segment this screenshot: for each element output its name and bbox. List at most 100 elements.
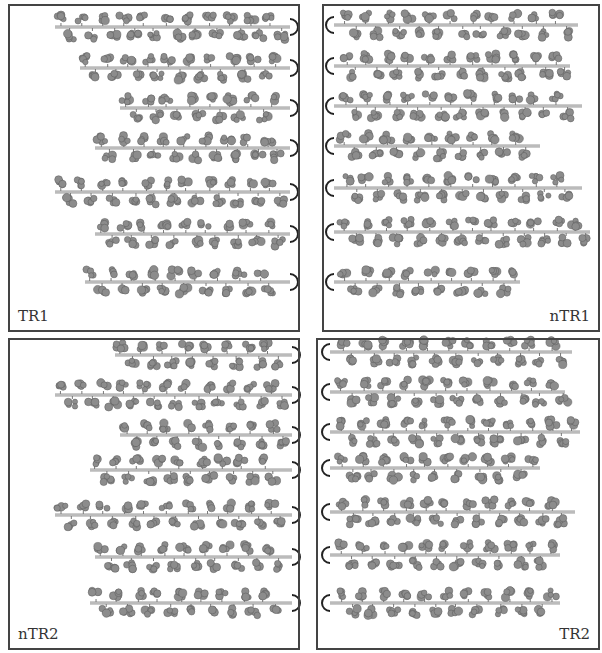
leaf-cluster xyxy=(110,456,121,470)
leaf-cluster xyxy=(147,516,160,528)
leaf-cluster xyxy=(270,92,279,107)
leaf-cluster xyxy=(242,588,252,602)
leaf-cluster xyxy=(377,417,390,432)
leaf-cluster xyxy=(450,393,464,407)
cordon-highlight xyxy=(120,108,290,109)
leaf-cluster xyxy=(451,513,464,528)
leaf-cluster xyxy=(197,456,211,469)
leaf-cluster xyxy=(214,436,222,450)
cordon-highlight xyxy=(334,106,582,107)
leaf-cluster xyxy=(89,69,99,81)
leaf-cluster xyxy=(142,177,155,191)
cordon-highlight xyxy=(85,282,290,283)
leaf-cluster xyxy=(514,26,529,40)
cane-hook xyxy=(326,180,334,196)
leaf-cluster xyxy=(497,26,511,39)
leaf-cluster xyxy=(357,418,369,431)
leaf-cluster xyxy=(262,544,274,556)
leaf-cluster xyxy=(88,587,102,602)
cane-hook xyxy=(322,384,330,400)
leaf-cluster xyxy=(254,516,266,530)
leaf-cluster xyxy=(337,339,350,351)
leaf-cluster xyxy=(336,130,351,145)
leaf-cluster xyxy=(540,67,554,80)
leaf-cluster xyxy=(262,13,274,27)
leaf-cluster xyxy=(464,267,478,281)
leaf-cluster xyxy=(454,233,468,246)
leaf-cluster xyxy=(170,109,181,120)
leaf-cluster xyxy=(199,132,213,147)
leaf-cluster xyxy=(393,283,405,298)
leaf-cluster xyxy=(401,216,414,231)
leaf-cluster xyxy=(166,235,179,249)
leaf-cluster xyxy=(94,542,109,556)
cordon-highlight xyxy=(334,188,582,189)
cordon-highlight xyxy=(330,432,580,433)
leaf-cluster xyxy=(546,380,559,391)
leaf-cluster xyxy=(159,502,173,515)
leaf-cluster xyxy=(252,28,267,42)
leaf-cluster xyxy=(538,233,551,247)
leaf-cluster xyxy=(446,268,456,281)
leaf-cluster xyxy=(520,393,529,404)
cordon xyxy=(334,24,578,27)
leaf-cluster xyxy=(347,353,357,365)
leaf-cluster xyxy=(237,69,251,83)
vine-row xyxy=(322,539,560,571)
leaf-cluster xyxy=(179,218,191,233)
leaf-cluster xyxy=(410,107,426,121)
leaf-cluster xyxy=(106,193,120,206)
leaf-cluster xyxy=(515,353,526,367)
leaf-cluster xyxy=(428,469,438,481)
leaf-cluster xyxy=(161,14,173,26)
vine-row xyxy=(54,11,298,44)
leaf-cluster xyxy=(198,219,212,233)
leaf-cluster xyxy=(270,149,284,164)
leaf-cluster xyxy=(156,342,167,355)
leaf-cluster xyxy=(389,233,403,247)
leaf-cluster xyxy=(409,556,422,571)
leaf-cluster xyxy=(127,28,142,40)
leaf-cluster xyxy=(171,456,183,469)
treatment-panel: TR1 xyxy=(8,4,300,332)
leaf-cluster xyxy=(352,107,362,121)
leaf-cluster xyxy=(403,174,413,188)
leaf-cluster xyxy=(209,149,222,162)
leaf-cluster xyxy=(86,516,98,530)
leaf-cluster xyxy=(187,604,195,615)
leaf-cluster xyxy=(146,235,159,249)
leaf-cluster xyxy=(337,588,346,602)
leaf-cluster xyxy=(469,604,483,618)
leaf-cluster xyxy=(234,396,247,410)
cordon xyxy=(330,602,560,605)
leaf-cluster xyxy=(263,379,279,394)
leaf-cluster xyxy=(429,353,442,368)
leaf-cluster xyxy=(244,12,259,26)
cordon-highlight xyxy=(55,515,292,516)
leaf-cluster xyxy=(159,94,173,107)
leaf-cluster xyxy=(116,12,132,26)
leaf-cluster xyxy=(336,498,349,511)
leaf-cluster xyxy=(160,53,175,67)
leaf-cluster xyxy=(387,513,401,526)
vine-row xyxy=(322,416,580,449)
leaf-cluster xyxy=(358,173,374,187)
leaf-cluster xyxy=(481,453,494,467)
leaf-cluster xyxy=(554,513,568,528)
leaf-cluster xyxy=(504,540,518,554)
leaf-cluster xyxy=(545,497,560,511)
leaf-cluster xyxy=(476,189,488,202)
cane-hook xyxy=(290,184,298,200)
leaf-cluster xyxy=(220,135,235,147)
leaf-cluster xyxy=(231,149,241,163)
leaf-cluster xyxy=(551,172,564,188)
leaf-cluster xyxy=(387,469,403,484)
cane-hook xyxy=(322,344,330,360)
leaf-cluster xyxy=(401,52,414,65)
leaf-cluster xyxy=(441,377,453,391)
cordon xyxy=(334,105,582,108)
cordon xyxy=(330,431,580,434)
leaf-cluster xyxy=(244,381,257,394)
leaf-cluster xyxy=(259,69,272,79)
leaf-cluster xyxy=(120,54,136,67)
